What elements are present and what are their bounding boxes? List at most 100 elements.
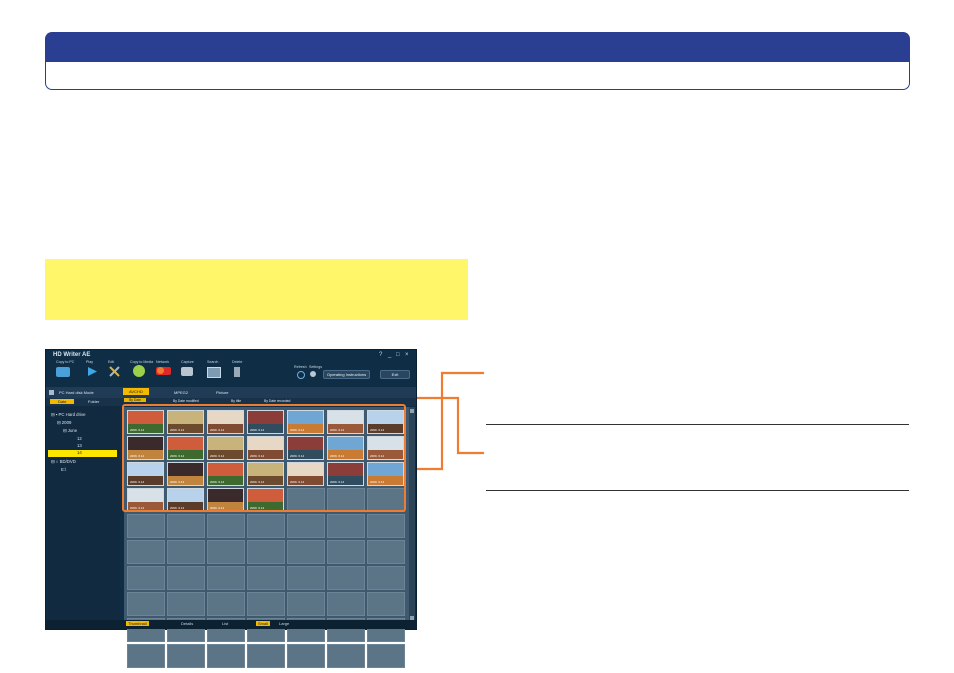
- empty-thumbnail-slot: [287, 514, 325, 538]
- thumbnail-item[interactable]: 2009. 6.14: [127, 410, 164, 434]
- size-large-button[interactable]: Large: [279, 621, 290, 626]
- tree-item-root[interactable]: ⊟ ▪ PC Hard drive: [51, 412, 86, 417]
- sort-by-date[interactable]: By Date: [124, 398, 147, 402]
- tab-picture[interactable]: Picture: [216, 390, 229, 395]
- vertical-scrollbar[interactable]: [409, 407, 415, 626]
- thumbnail-date: 2009. 6.14: [290, 454, 305, 458]
- thumbnail-item[interactable]: 2009. 6.14: [247, 436, 284, 460]
- sort-by-date-recorded[interactable]: By Date recorded: [264, 399, 291, 403]
- thumbnail-date: 2009. 6.14: [170, 480, 185, 484]
- tree-label: 2009: [61, 420, 72, 425]
- toolbar-delete[interactable]: Delete: [232, 360, 242, 377]
- thumbnail-date: 2009. 6.14: [210, 454, 225, 458]
- size-small-button[interactable]: Small: [256, 621, 271, 626]
- thumbnail-item[interactable]: 2009. 6.14: [207, 462, 244, 486]
- scroll-up-arrow[interactable]: [410, 409, 414, 413]
- empty-thumbnail-slot: [327, 540, 365, 564]
- toolbar-copy-pc[interactable]: Copy to PC: [56, 360, 74, 377]
- toolbar-copy-media[interactable]: Copy to Media: [130, 360, 153, 377]
- thumbnail-item[interactable]: 2009. 6.14: [127, 462, 164, 486]
- toolbar-label: Play: [86, 360, 93, 364]
- mode-bar: PC Hard disk Mode AVCHD MPEG2 Picture: [46, 387, 416, 398]
- thumbnail-item[interactable]: 2009. 6.14: [207, 436, 244, 460]
- thumbnail-image: [208, 411, 243, 424]
- gear-icon[interactable]: [310, 371, 316, 377]
- tree-item-disc[interactable]: ⊟ ○ BD/DVD: [51, 459, 76, 464]
- thumbnail-item[interactable]: 2009. 6.14: [367, 462, 404, 486]
- maximize-button[interactable]: □: [396, 352, 400, 358]
- exit-button[interactable]: Exit: [380, 370, 410, 379]
- thumbnail-date: 2009. 6.14: [330, 454, 345, 458]
- thumbnail-image: [128, 411, 163, 424]
- tree-item-month[interactable]: ⊟ June: [63, 428, 78, 433]
- view-thumbnail-button[interactable]: Thumbnail: [126, 621, 149, 626]
- header-bar: [45, 32, 910, 62]
- thumbnail-date: 2009. 6.14: [130, 428, 145, 432]
- toolbar-play[interactable]: Play: [86, 360, 98, 382]
- thumbnail-item[interactable]: 2009. 6.14: [247, 410, 284, 434]
- view-date-toggle[interactable]: Date: [50, 399, 75, 404]
- close-button[interactable]: ×: [405, 352, 409, 358]
- empty-thumbnail-slot: [367, 514, 405, 538]
- toolbar-edit[interactable]: Edit: [108, 360, 121, 382]
- tree-item-day[interactable]: 13: [77, 443, 82, 448]
- thumbnail-date: 2009. 6.14: [130, 506, 145, 510]
- thumbnail-date: 2009. 6.14: [250, 428, 265, 432]
- empty-thumbnail-slot: [287, 488, 325, 512]
- view-details-button[interactable]: Details: [181, 621, 194, 626]
- thumbnail-item[interactable]: 2009. 6.14: [167, 410, 204, 434]
- help-button[interactable]: ?: [379, 352, 383, 358]
- thumbnail-item[interactable]: 2009. 6.14: [367, 410, 404, 434]
- refresh-icon[interactable]: [297, 371, 305, 379]
- view-list-button[interactable]: List: [222, 621, 229, 626]
- empty-thumbnail-slot: [167, 514, 205, 538]
- thumbnail-item[interactable]: 2009. 6.14: [247, 462, 284, 486]
- tab-avchd[interactable]: AVCHD: [123, 388, 149, 395]
- thumbnail-image: [128, 502, 163, 511]
- thumbnail-item[interactable]: 2009. 6.14: [287, 462, 324, 486]
- thumbnail-image: [208, 450, 243, 459]
- empty-thumbnail-slot: [367, 592, 405, 616]
- thumbnail-item[interactable]: 2009. 6.14: [287, 410, 324, 434]
- toolbar-capture[interactable]: Capture: [181, 360, 194, 376]
- thumbnail-item[interactable]: 2009. 6.14: [287, 436, 324, 460]
- toolbar-search[interactable]: Search: [207, 360, 221, 378]
- toolbar-label: Copy to PC: [56, 360, 75, 364]
- thumbnail-image: [248, 411, 283, 424]
- thumbnail-item[interactable]: 2009. 6.14: [167, 462, 204, 486]
- thumbnail-item[interactable]: 2009. 6.14: [247, 488, 284, 512]
- tab-mpeg2[interactable]: MPEG2: [174, 390, 189, 395]
- thumbnail-image: [168, 424, 203, 433]
- thumbnail-item[interactable]: 2009. 6.14: [127, 436, 164, 460]
- sort-by-title[interactable]: By title: [231, 399, 242, 403]
- empty-thumbnail-slot: [247, 566, 285, 590]
- copy-pc-icon: [56, 367, 70, 377]
- subheader-bar: [45, 62, 910, 90]
- tree-item-disc-drive[interactable]: E:\: [61, 467, 67, 472]
- empty-thumbnail-slot: [327, 592, 365, 616]
- copy-media-icon: [133, 365, 145, 377]
- empty-thumbnail-slot: [167, 644, 205, 668]
- empty-thumbnail-slot: [127, 592, 165, 616]
- tree-item-day-selected[interactable]: 14: [48, 450, 117, 457]
- thumbnail-item[interactable]: 2009. 6.14: [167, 436, 204, 460]
- operating-instructions-button[interactable]: Operating Instructions: [323, 370, 371, 379]
- tree-item-year[interactable]: ⊟ 2009: [57, 420, 72, 425]
- thumbnail-item[interactable]: 2009. 6.14: [367, 436, 404, 460]
- thumbnail-date: 2009. 6.14: [370, 454, 385, 458]
- thumbnail-item[interactable]: 2009. 6.14: [327, 436, 364, 460]
- tree-label: June: [67, 428, 78, 433]
- empty-thumbnail-slot: [287, 592, 325, 616]
- thumbnail-item[interactable]: 2009. 6.14: [327, 462, 364, 486]
- empty-thumbnail-slot: [327, 566, 365, 590]
- scroll-down-arrow[interactable]: [410, 616, 414, 620]
- sort-by-date-modified[interactable]: By Date modified: [173, 399, 199, 403]
- thumbnail-item[interactable]: 2009. 6.14: [327, 410, 364, 434]
- minimize-button[interactable]: _: [388, 352, 392, 358]
- thumbnail-image: [208, 476, 243, 485]
- play-icon: [88, 367, 97, 376]
- tree-item-day[interactable]: 12: [77, 436, 82, 441]
- thumbnail-item[interactable]: 2009. 6.14: [207, 410, 244, 434]
- view-folder-toggle[interactable]: Folder: [88, 399, 100, 404]
